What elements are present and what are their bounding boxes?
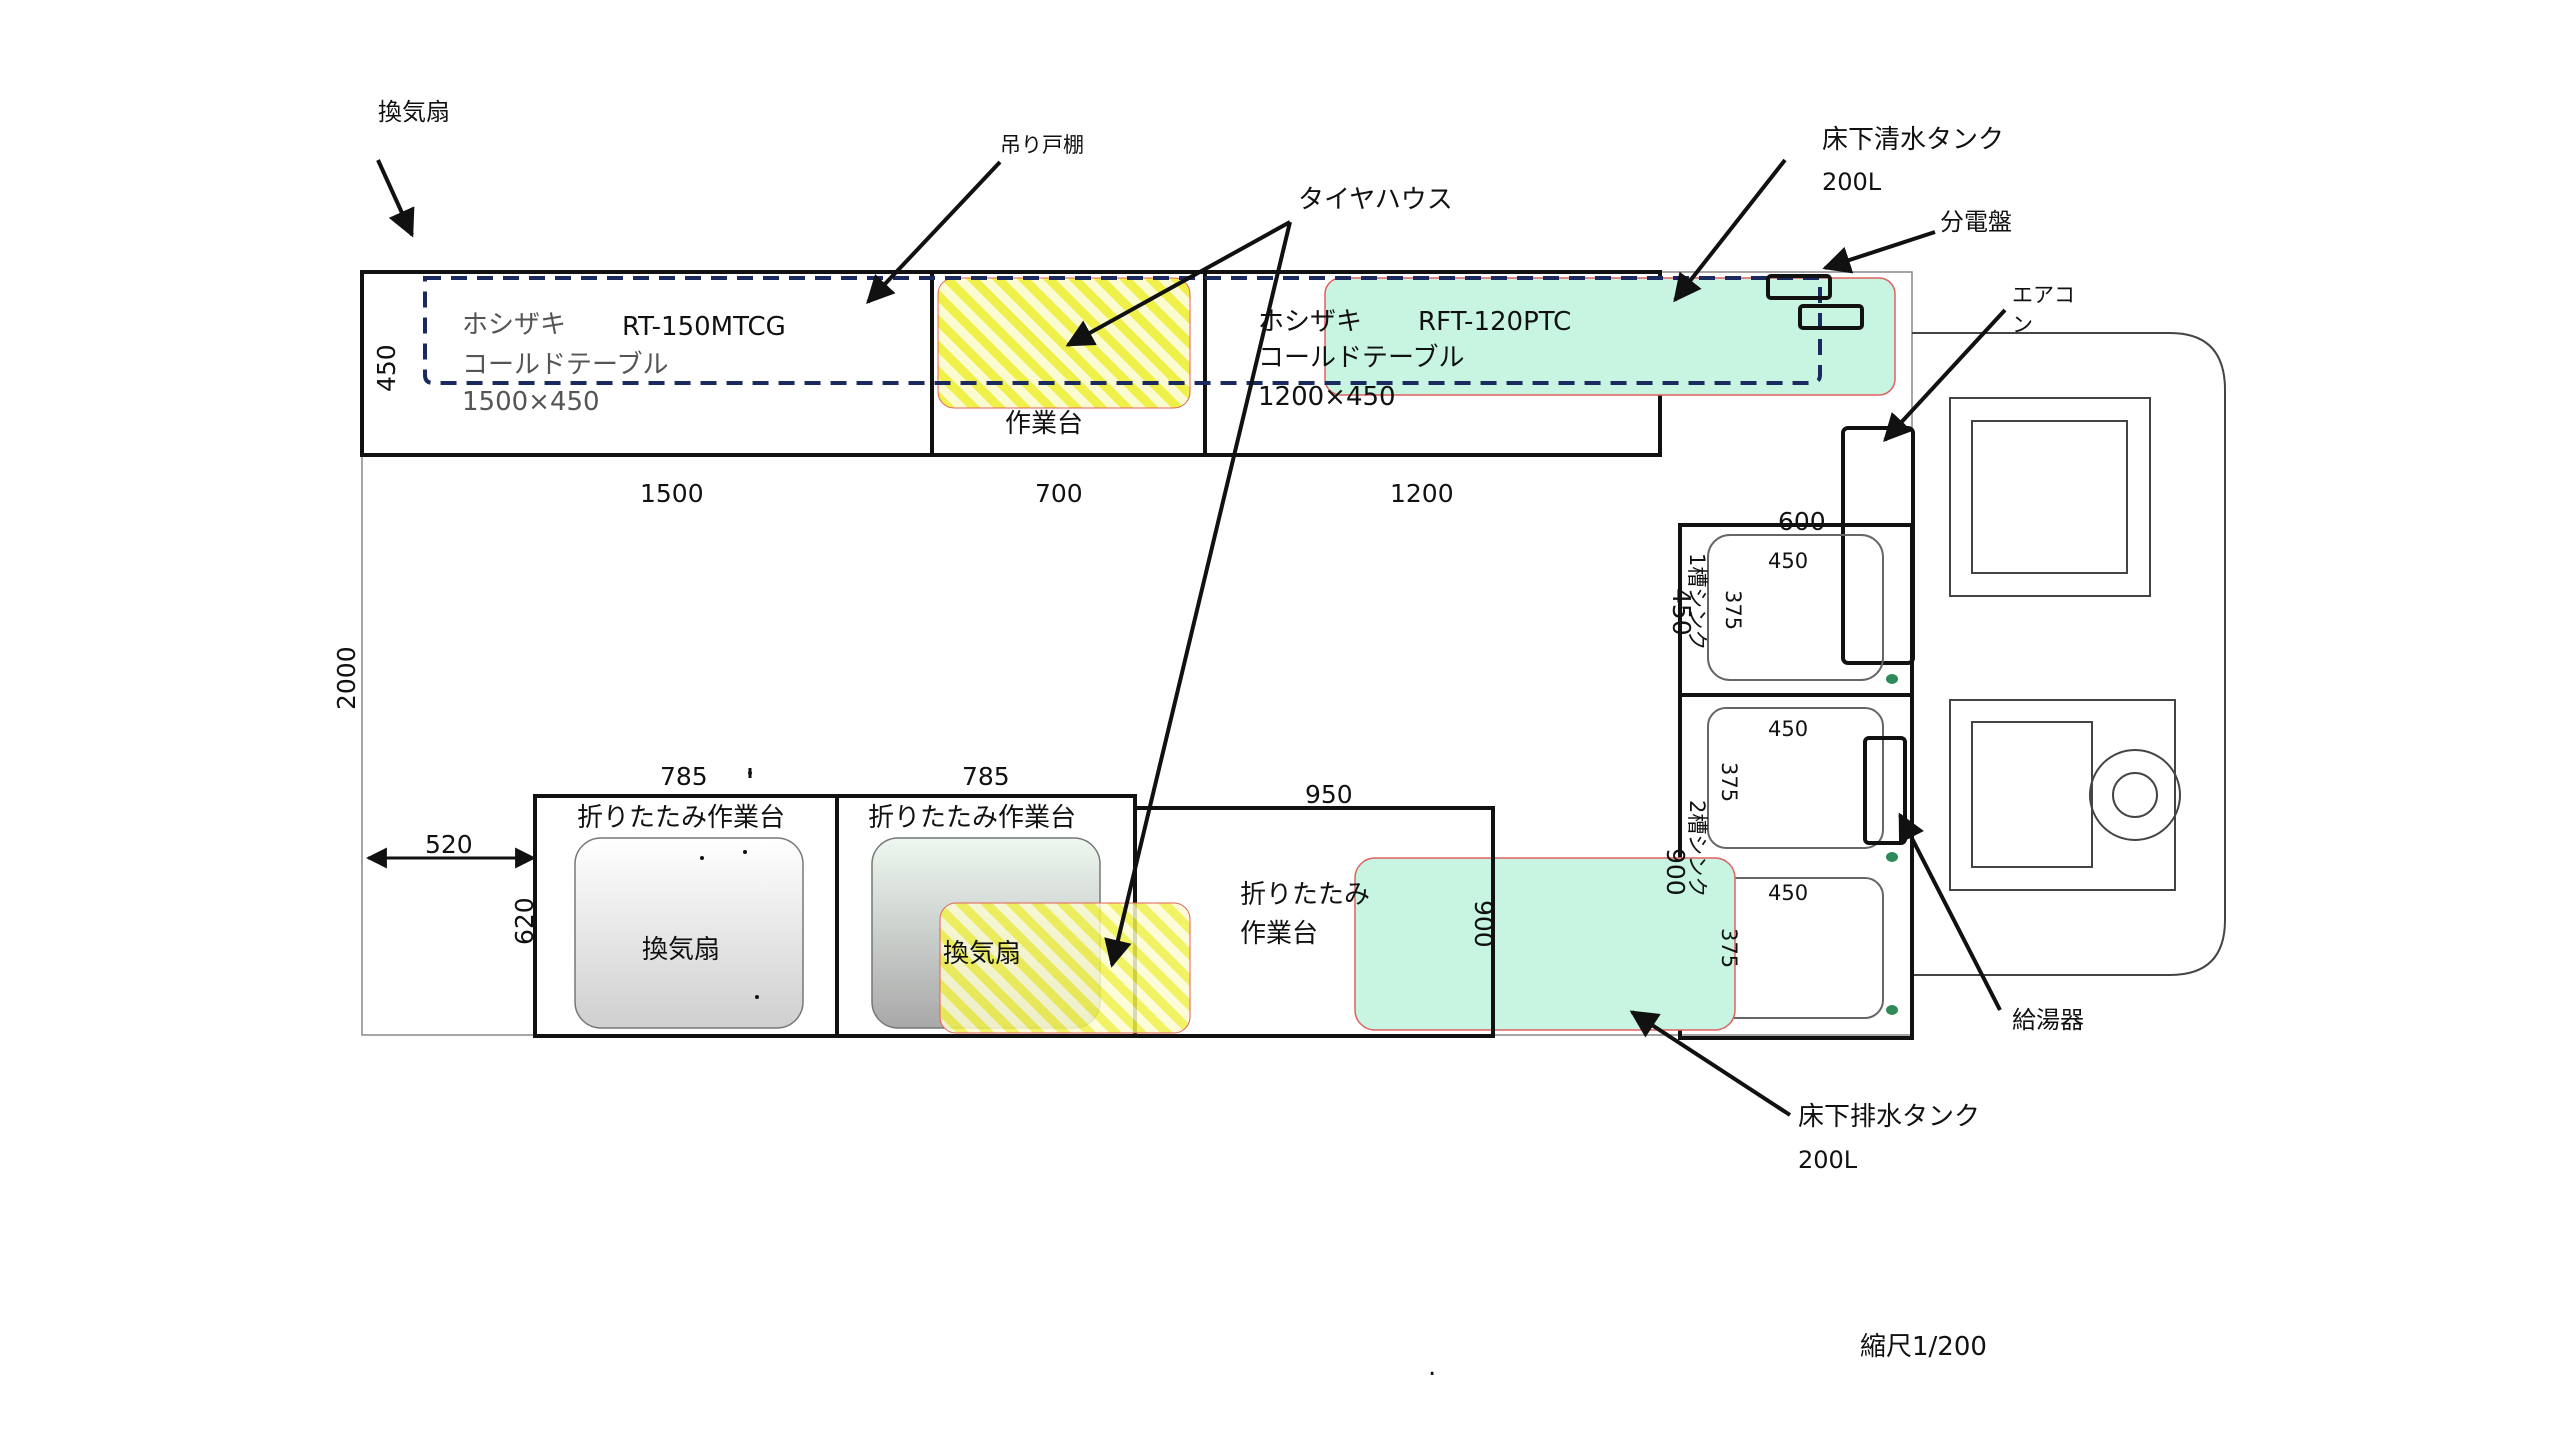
breaker-box-2	[1798, 304, 1864, 330]
arrow-breaker	[1822, 230, 1936, 274]
dim-520: 520	[425, 830, 473, 859]
steering-wheel-icon	[2089, 749, 2181, 841]
label-water-heater: 給湯器	[2012, 1006, 2084, 1034]
cold-table-1-model: RT-150MTCG	[622, 312, 786, 342]
sink-3-depth: 375	[1717, 928, 1741, 968]
label-waste-tank-cap: 200L	[1798, 1146, 1858, 1174]
cold-table-1-size: 1500×450	[462, 387, 600, 417]
dim-620: 620	[510, 897, 539, 945]
folding-table-3-label-2: 作業台	[1240, 919, 1318, 949]
vent-1	[574, 837, 804, 1029]
cold-table-1-name: コールドテーブル	[462, 350, 668, 380]
arrow-waste-tank	[1629, 1010, 1792, 1117]
dim-785a: 785	[660, 762, 708, 791]
sink-2-drain-icon-lower	[1886, 1005, 1898, 1015]
sink-2-drain-icon-upper	[1886, 852, 1898, 862]
aircon-unit	[1841, 426, 1915, 665]
folding-table-1-label: 折りたたみ作業台	[577, 803, 785, 833]
label-hanging-shelf: 吊り戸棚	[1000, 133, 1084, 157]
dim-450-left: 450	[372, 344, 401, 392]
label-waste-tank: 床下排水タンク	[1798, 1102, 1980, 1132]
label-fresh-tank: 床下清水タンク	[1822, 125, 2004, 155]
dim-950: 950	[1305, 780, 1353, 809]
cab-seat-upper-inner	[1971, 420, 2128, 574]
sink-1-drain-icon	[1886, 674, 1898, 684]
work-table-label: 作業台	[1005, 409, 1083, 439]
steering-hub-icon	[2112, 772, 2158, 818]
label-dot: .	[1428, 1352, 1436, 1382]
arrow-water-heater	[1898, 812, 2002, 1011]
waste-water-tank	[1354, 857, 1736, 1031]
sink-2-basin-upper	[1707, 707, 1884, 849]
arrow-tire-house-top	[1065, 220, 1291, 347]
tire-house-bottom	[939, 902, 1191, 1034]
cold-table-2-maker: ホシザキ	[1258, 307, 1362, 337]
sink-2-width: 450	[1768, 717, 1808, 741]
dim-900-table: 900	[1469, 900, 1498, 948]
label-aircon-line2: ン	[2012, 313, 2033, 337]
cold-table-1-maker: ホシザキ	[462, 310, 566, 340]
dim-1200: 1200	[1390, 479, 1454, 508]
label-vent-top: 換気扇	[378, 98, 450, 126]
sink-1-basin	[1707, 534, 1884, 681]
arrow-fresh-tank	[1673, 158, 1787, 303]
dim-450-sink-side: 450	[1667, 588, 1696, 636]
folding-table-2-label: 折りたたみ作業台	[868, 803, 1076, 833]
sink-1-width: 450	[1768, 549, 1808, 573]
dim-785b: 785	[962, 762, 1010, 791]
mark-dot-4	[755, 995, 759, 999]
dim-900-sink-side: 900	[1661, 848, 1690, 896]
sink-1-depth: 375	[1721, 590, 1745, 630]
cab-outline	[1912, 332, 2226, 976]
folding-table-3-label-1: 折りたたみ	[1240, 880, 1370, 910]
label-fresh-tank-cap: 200L	[1822, 168, 1882, 196]
cab-seat-lower	[1949, 699, 2176, 891]
cab-seat-upper	[1949, 397, 2151, 597]
arrow-hanging-shelf	[866, 160, 1002, 305]
hanging-shelf-outline	[423, 276, 1822, 385]
cold-table-2-model: RFT-120PTC	[1418, 307, 1571, 337]
dim-2000: 2000	[332, 646, 361, 710]
sink-1-label: 1槽シンク	[1685, 553, 1709, 650]
mark-dot-3	[743, 850, 747, 854]
label-scale: 縮尺1/200	[1860, 1332, 1987, 1362]
sink-2-label: 2槽シンク	[1685, 800, 1709, 897]
arrow-tire-house-bottom	[1104, 221, 1292, 968]
label-aircon-line1: エアコ	[2012, 283, 2075, 307]
vent-1-label: 換気扇	[642, 935, 720, 965]
label-tire-house: タイヤハウス	[1298, 185, 1453, 215]
sink-2-depth: 375	[1717, 762, 1741, 802]
water-heater	[1863, 736, 1907, 845]
sink-3-width: 450	[1768, 881, 1808, 905]
cold-table-2-size: 1200×450	[1258, 382, 1396, 412]
arrow-aircon	[1883, 308, 2007, 443]
mark-dot-2	[700, 856, 704, 860]
cab-seat-lower-inner	[1971, 721, 2093, 868]
dim-1500: 1500	[640, 479, 704, 508]
label-breaker: 分電盤	[1940, 208, 2012, 236]
vent-2-label: 換気扇	[943, 939, 1021, 969]
cold-table-2-name: コールドテーブル	[1258, 343, 1464, 373]
dim-700: 700	[1035, 479, 1083, 508]
fresh-water-tank	[1324, 277, 1896, 396]
arrow-vent-top	[376, 159, 415, 238]
dim-600-top: 600	[1778, 507, 1826, 536]
breaker-box-1	[1766, 274, 1832, 300]
